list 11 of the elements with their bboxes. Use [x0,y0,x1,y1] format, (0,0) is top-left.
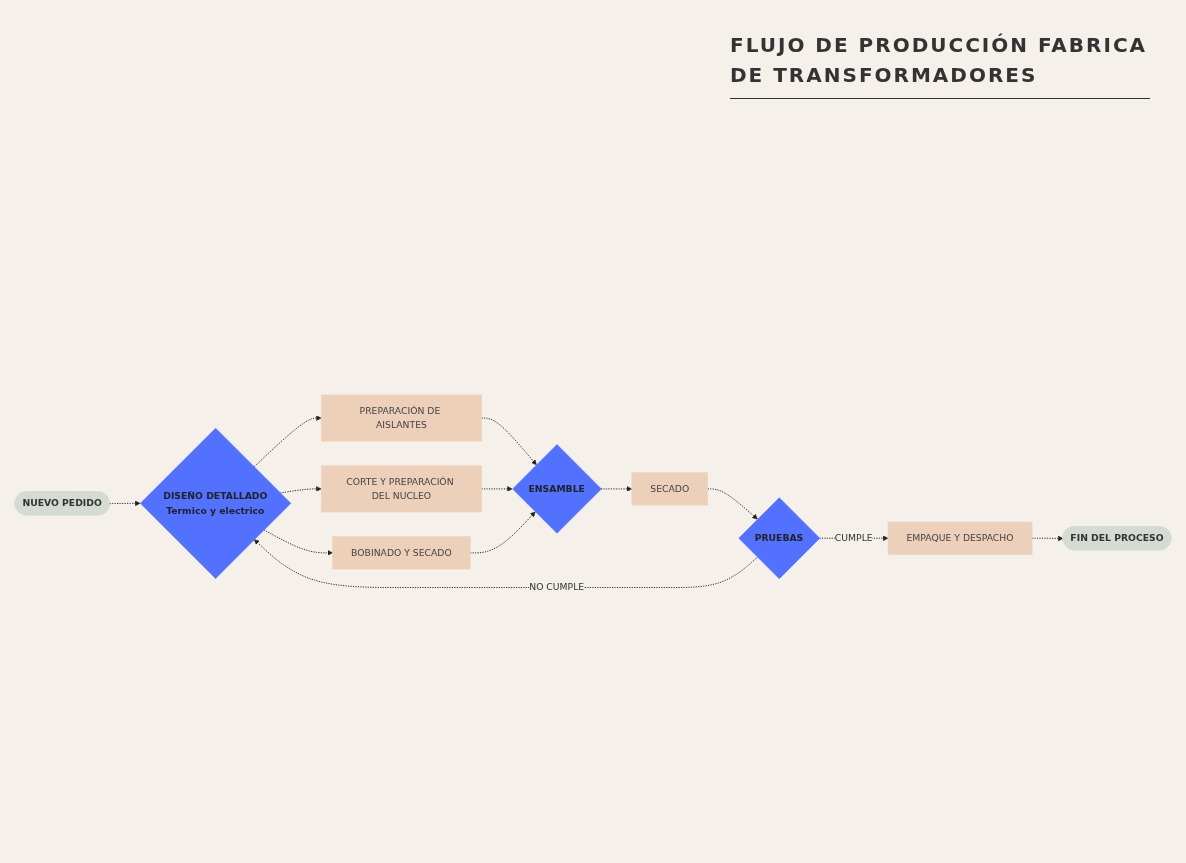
node-box: BOBINADO Y SECADO [332,536,471,570]
node-diamond: DISEÑO DETALLADO Termico y electrico [140,428,292,580]
edge-label: NO CUMPLE [529,582,585,594]
diagram-title: FLUJO DE PRODUCCIÓN FABRICA DE TRANSFORMADORES [730,30,1150,99]
node-diamond: ENSAMBLE [512,444,602,534]
node-diamond: PRUEBAS [738,497,821,580]
node-box: PREPARACIÓN DE AISLANTES [321,394,482,442]
node-box: SECADO [631,472,708,506]
edge-label: CUMPLE [834,532,873,544]
node-box: EMPAQUE Y DESPACHO [887,522,1033,555]
node-box: CORTE Y PREPARACIÓN DEL NUCLEO [321,465,482,513]
